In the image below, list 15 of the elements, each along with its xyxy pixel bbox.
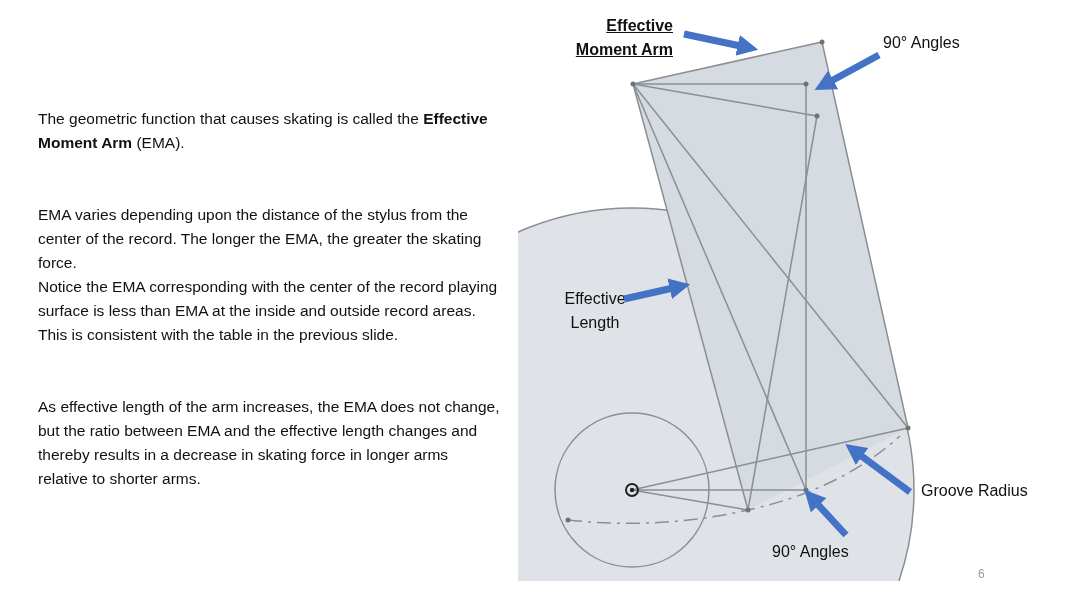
callout-arrow xyxy=(804,489,849,538)
callout-arrow xyxy=(845,444,913,495)
callout-label: 90° Angles xyxy=(883,31,960,55)
callout-arrow xyxy=(623,278,691,303)
callout-label: Effective Moment Arm xyxy=(553,14,673,62)
body-paragraph: EMA varies depending upon the distance of the stylus from the center of the record. The longer the EMA, the greater the skating force. xyxy=(38,205,483,273)
callout-label: Groove Radius xyxy=(921,479,1028,503)
body-paragraph: The geometric function that causes skating is called the Effective Moment Arm (EMA). xyxy=(38,109,489,153)
callout-arrow xyxy=(683,30,759,56)
callout-arrow xyxy=(814,51,881,90)
callout-label: 90° Angles xyxy=(772,540,849,564)
page-number: 6 xyxy=(978,566,985,583)
body-paragraph: As effective length of the arm increases, the EMA does not change, but the ratio between EMA and the effective length changes and thereby results in a decrease in skating force in longer arms relative to shorter arms. xyxy=(38,397,500,489)
body-paragraph: Notice the EMA corresponding with the center of the record playing surface is less than EMA at the inside and outside record areas. This is consistent with the table in the previous slide. xyxy=(38,277,499,345)
callout-label: Effective Length xyxy=(540,287,650,335)
